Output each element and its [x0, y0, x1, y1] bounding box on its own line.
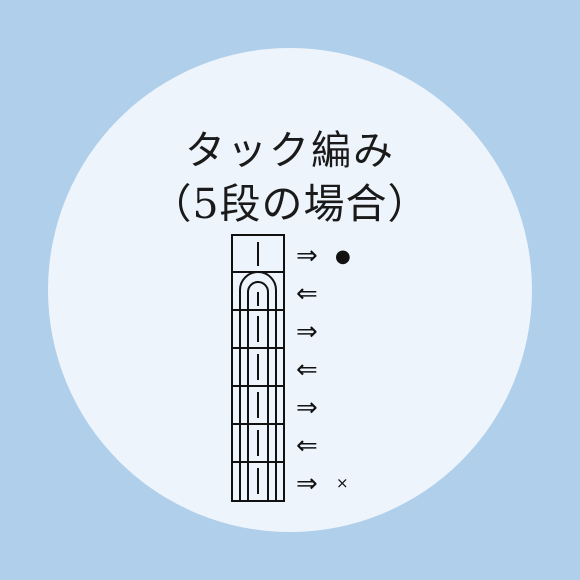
diagram-subtitle: （5段の場合）	[150, 180, 430, 228]
row-arrow-right: ⇒	[296, 393, 318, 423]
row-arrow-right: ⇒	[296, 469, 318, 499]
tuck-loop-outer	[239, 271, 277, 501]
tuck-loop-inner	[247, 281, 269, 501]
chart-frame	[231, 234, 285, 502]
row-arrow-right: ⇒	[296, 241, 318, 271]
diagram-title: タック編み	[185, 128, 395, 174]
background-circle	[48, 48, 532, 532]
row-arrow-left: ⇐	[296, 431, 318, 461]
row-arrow-left: ⇐	[296, 355, 318, 385]
row-arrow-left: ⇐	[296, 279, 318, 309]
start-dot-mark: ●	[335, 246, 351, 267]
end-cross-mark: ×	[336, 474, 349, 492]
row-arrow-right: ⇒	[296, 317, 318, 347]
